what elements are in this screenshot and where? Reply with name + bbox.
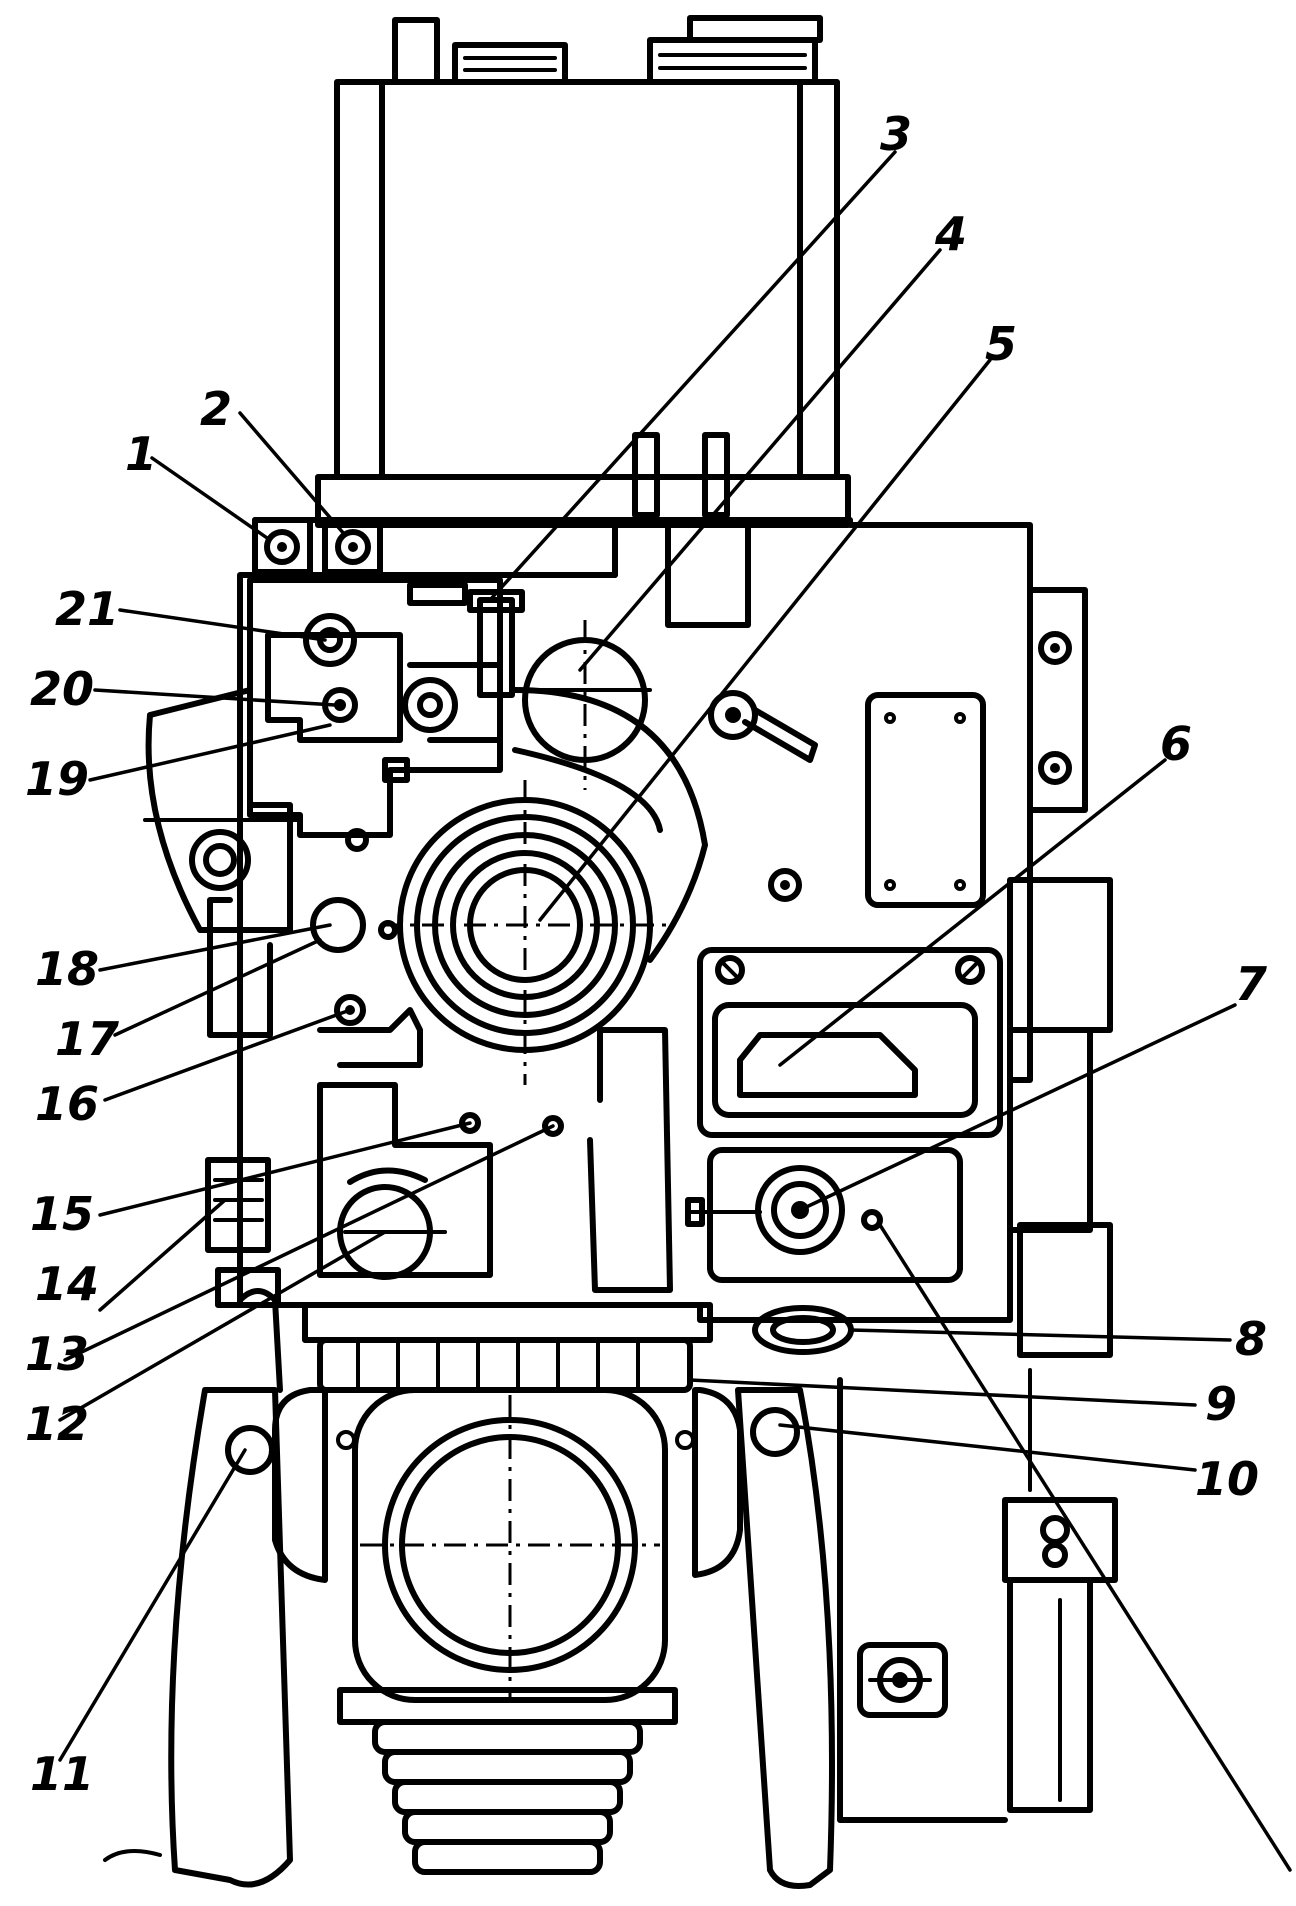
callout-9: 9 (1205, 1377, 1237, 1431)
lower-left-plate (189, 828, 673, 1308)
callout-3: 3 (880, 107, 912, 161)
bottom-right-socket (837, 1377, 1070, 1823)
callout-11: 11 (30, 1747, 94, 1801)
right-handle-10 (735, 1387, 835, 1889)
callout-10: 10 (1195, 1452, 1259, 1506)
callout-20: 20 (30, 662, 94, 716)
sector-disc-4 (512, 620, 708, 963)
callout-2: 2 (200, 382, 232, 436)
callout-8: 8 (1235, 1312, 1267, 1366)
callout-14: 14 (35, 1257, 99, 1311)
eyepiece-8 (752, 1305, 854, 1355)
knob-lever (708, 690, 818, 763)
lever-3 (402, 589, 525, 743)
window-6 (697, 947, 1003, 1138)
callout-15: 15 (30, 1187, 94, 1241)
leader-lines (58, 150, 1292, 1872)
callout-17: 17 (55, 1012, 119, 1066)
lower-lens-barrel (272, 1387, 743, 1875)
callout-7: 7 (1235, 957, 1267, 1011)
callout-labels: 1 2 3 4 5 6 7 8 9 10 11 12 13 14 15 16 1… (25, 107, 1267, 1801)
callout-18: 18 (35, 942, 99, 996)
screw-1 (252, 517, 313, 575)
top-housing (334, 15, 840, 480)
callout-1: 1 (125, 427, 157, 481)
callout-4: 4 (934, 207, 967, 261)
right-cover-plate (768, 631, 1072, 908)
callout-5: 5 (985, 317, 1017, 371)
callout-21: 21 (55, 582, 119, 636)
indicator-7 (685, 1147, 963, 1283)
left-mechanism-plate (143, 577, 503, 933)
callout-16: 16 (35, 1077, 99, 1131)
left-handle-11 (103, 1288, 293, 1888)
main-lens-5 (380, 780, 670, 1085)
callout-19: 19 (25, 752, 89, 806)
focus-ring-9 (302, 1302, 713, 1393)
callout-12: 12 (25, 1397, 89, 1451)
screw-2 (322, 517, 383, 575)
callout-6: 6 (1160, 717, 1192, 771)
callout-13: 13 (25, 1327, 89, 1381)
